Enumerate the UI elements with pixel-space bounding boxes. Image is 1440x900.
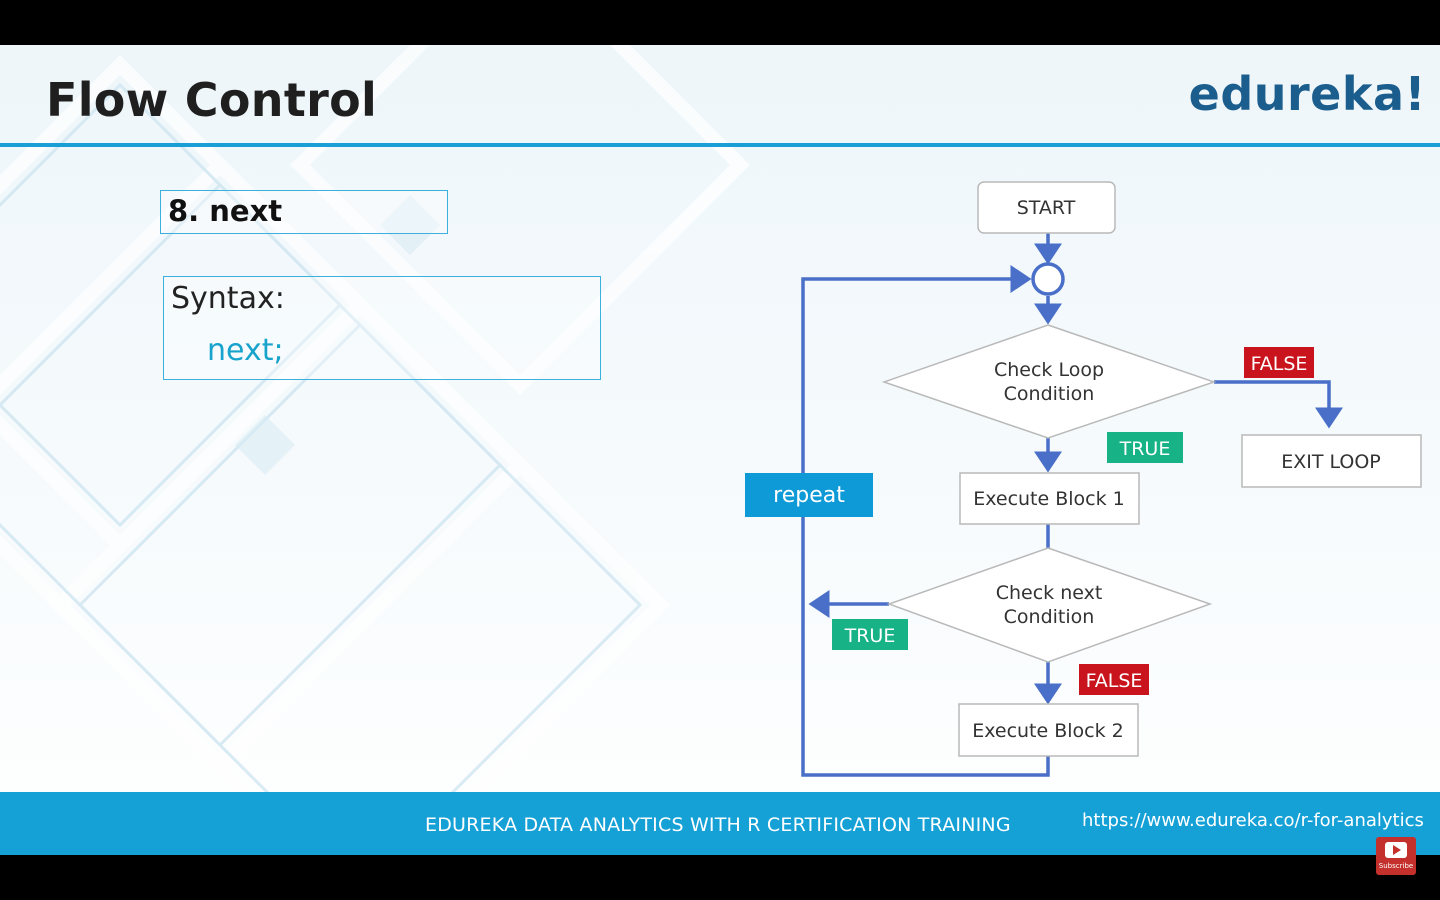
false-tag-1: FALSE <box>1244 347 1314 378</box>
youtube-play-icon <box>1385 842 1407 858</box>
footer-course-url: https://www.edureka.co/r-for-analytics <box>1082 810 1424 831</box>
start-node: START <box>977 181 1116 234</box>
syntax-code: next; <box>207 333 284 368</box>
title-divider <box>0 143 1440 147</box>
flow-connectors <box>801 233 1343 777</box>
false-tag-2-label: FALSE <box>1086 670 1143 692</box>
check-loop-decision: Check Loop Condition <box>881 324 1217 439</box>
true-tag-2-label: TRUE <box>844 625 896 647</box>
topic-heading: 8. next <box>168 194 283 228</box>
subscribe-label: Subscribe <box>1378 862 1414 870</box>
execute-block-1-label: Execute Block 1 <box>973 488 1125 510</box>
start-label: START <box>1017 197 1076 219</box>
true-tag-2: TRUE <box>832 619 908 650</box>
check-next-decision: Check next Condition <box>886 547 1213 663</box>
syntax-label: Syntax: <box>171 281 285 316</box>
exit-loop-label: EXIT LOOP <box>1281 451 1381 473</box>
flowchart: START Check Loop Condition FALSE EXIT LO… <box>745 181 1422 777</box>
execute-block-1-node: Execute Block 1 <box>959 472 1140 525</box>
check-next-label-line-2: Condition <box>1004 606 1095 628</box>
false-tag-2: FALSE <box>1079 664 1149 695</box>
slide: Flow Control edureka! 8. next Syntax: ne… <box>0 45 1440 855</box>
edureka-logo: edureka! <box>1188 67 1426 121</box>
check-loop-label-line-1: Check Loop <box>994 359 1104 381</box>
subscribe-button[interactable]: Subscribe <box>1376 837 1416 875</box>
topic-heading-box: 8. next <box>160 190 448 234</box>
slide-footer: EDUREKA DATA ANALYTICS WITH R CERTIFICAT… <box>0 792 1440 855</box>
loop-back-line <box>801 265 1050 777</box>
loop-junction <box>1031 262 1065 296</box>
true-tag-1-label: TRUE <box>1119 438 1171 460</box>
repeat-label: repeat <box>773 483 845 508</box>
execute-block-2-node: Execute Block 2 <box>958 703 1139 757</box>
footer-course-title: EDUREKA DATA ANALYTICS WITH R CERTIFICAT… <box>425 814 1011 836</box>
slide-title: Flow Control <box>46 73 378 127</box>
check-loop-label-line-2: Condition <box>1004 383 1095 405</box>
repeat-tag: repeat <box>745 473 873 517</box>
arrow-false-to-exit <box>1214 380 1343 429</box>
video-letterbox-bottom <box>0 855 1440 900</box>
video-letterbox-top <box>0 0 1440 45</box>
syntax-box: Syntax: next; <box>163 276 601 380</box>
true-tag-1: TRUE <box>1107 432 1183 463</box>
check-next-label-line-1: Check next <box>996 582 1103 604</box>
execute-block-2-label: Execute Block 2 <box>972 720 1124 742</box>
false-tag-1-label: FALSE <box>1251 353 1308 375</box>
exit-loop-node: EXIT LOOP <box>1241 434 1422 488</box>
